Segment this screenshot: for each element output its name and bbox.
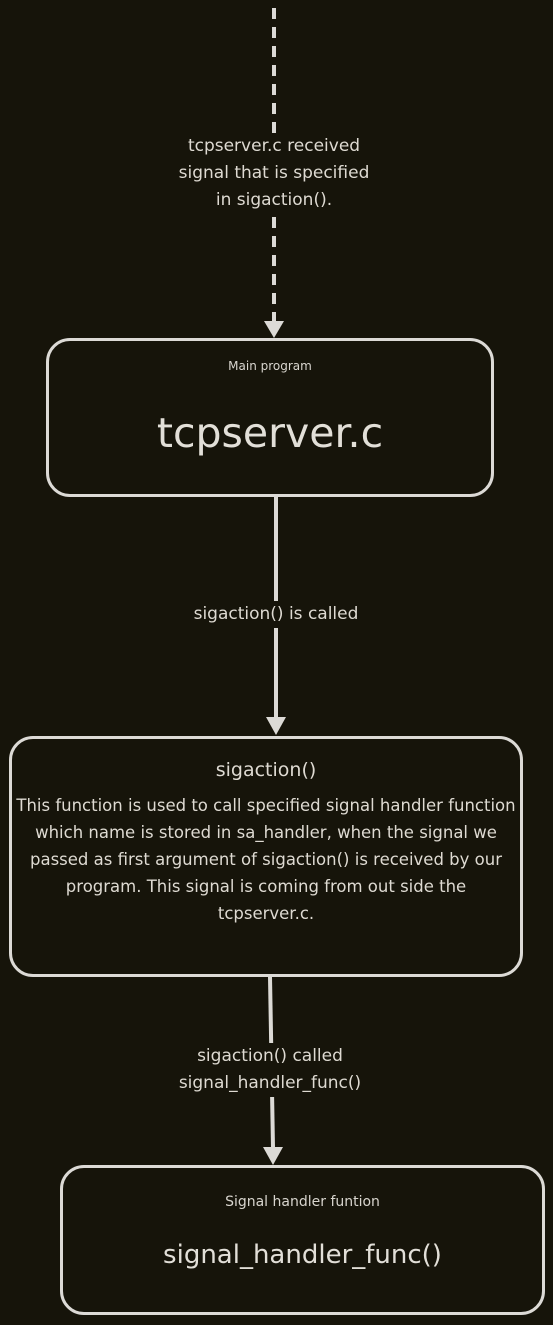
arrowhead-call-sigaction — [266, 717, 286, 735]
edge-label-call-sigaction: sigaction() is called — [176, 601, 376, 628]
node-handler-title: signal_handler_func() — [163, 1240, 442, 1270]
edge-label-external-signal: tcpserver.c received signal that is spec… — [136, 133, 412, 214]
node-main-caption: Main program — [228, 359, 312, 373]
node-main-program[interactable]: Main program tcpserver.c — [46, 338, 494, 497]
node-main-title: tcpserver.c — [156, 409, 384, 457]
node-sigaction-description: This function is used to call specified … — [16, 796, 516, 923]
edge-label-line: sigaction() called — [197, 1046, 343, 1066]
edge-label-line: in sigaction(). — [215, 190, 333, 210]
node-handler-caption: Signal handler funtion — [225, 1194, 380, 1210]
edge-label-line: sigaction() is called — [193, 604, 359, 624]
node-sigaction-title: sigaction() — [215, 759, 317, 781]
edge-label-line: signal_handler_func() — [178, 1073, 362, 1093]
node-signal-handler[interactable]: Signal handler funtion signal_handler_fu… — [60, 1165, 545, 1315]
edge-label-call-handler: sigaction() called signal_handler_func() — [150, 1043, 390, 1097]
arrowhead-call-handler — [263, 1147, 283, 1165]
edge-label-line: tcpserver.c received — [187, 136, 361, 156]
arrowhead-external-signal — [264, 321, 284, 338]
edge-label-line: signal that is specified — [178, 163, 370, 183]
node-sigaction[interactable]: sigaction() This function is used to cal… — [9, 736, 523, 977]
